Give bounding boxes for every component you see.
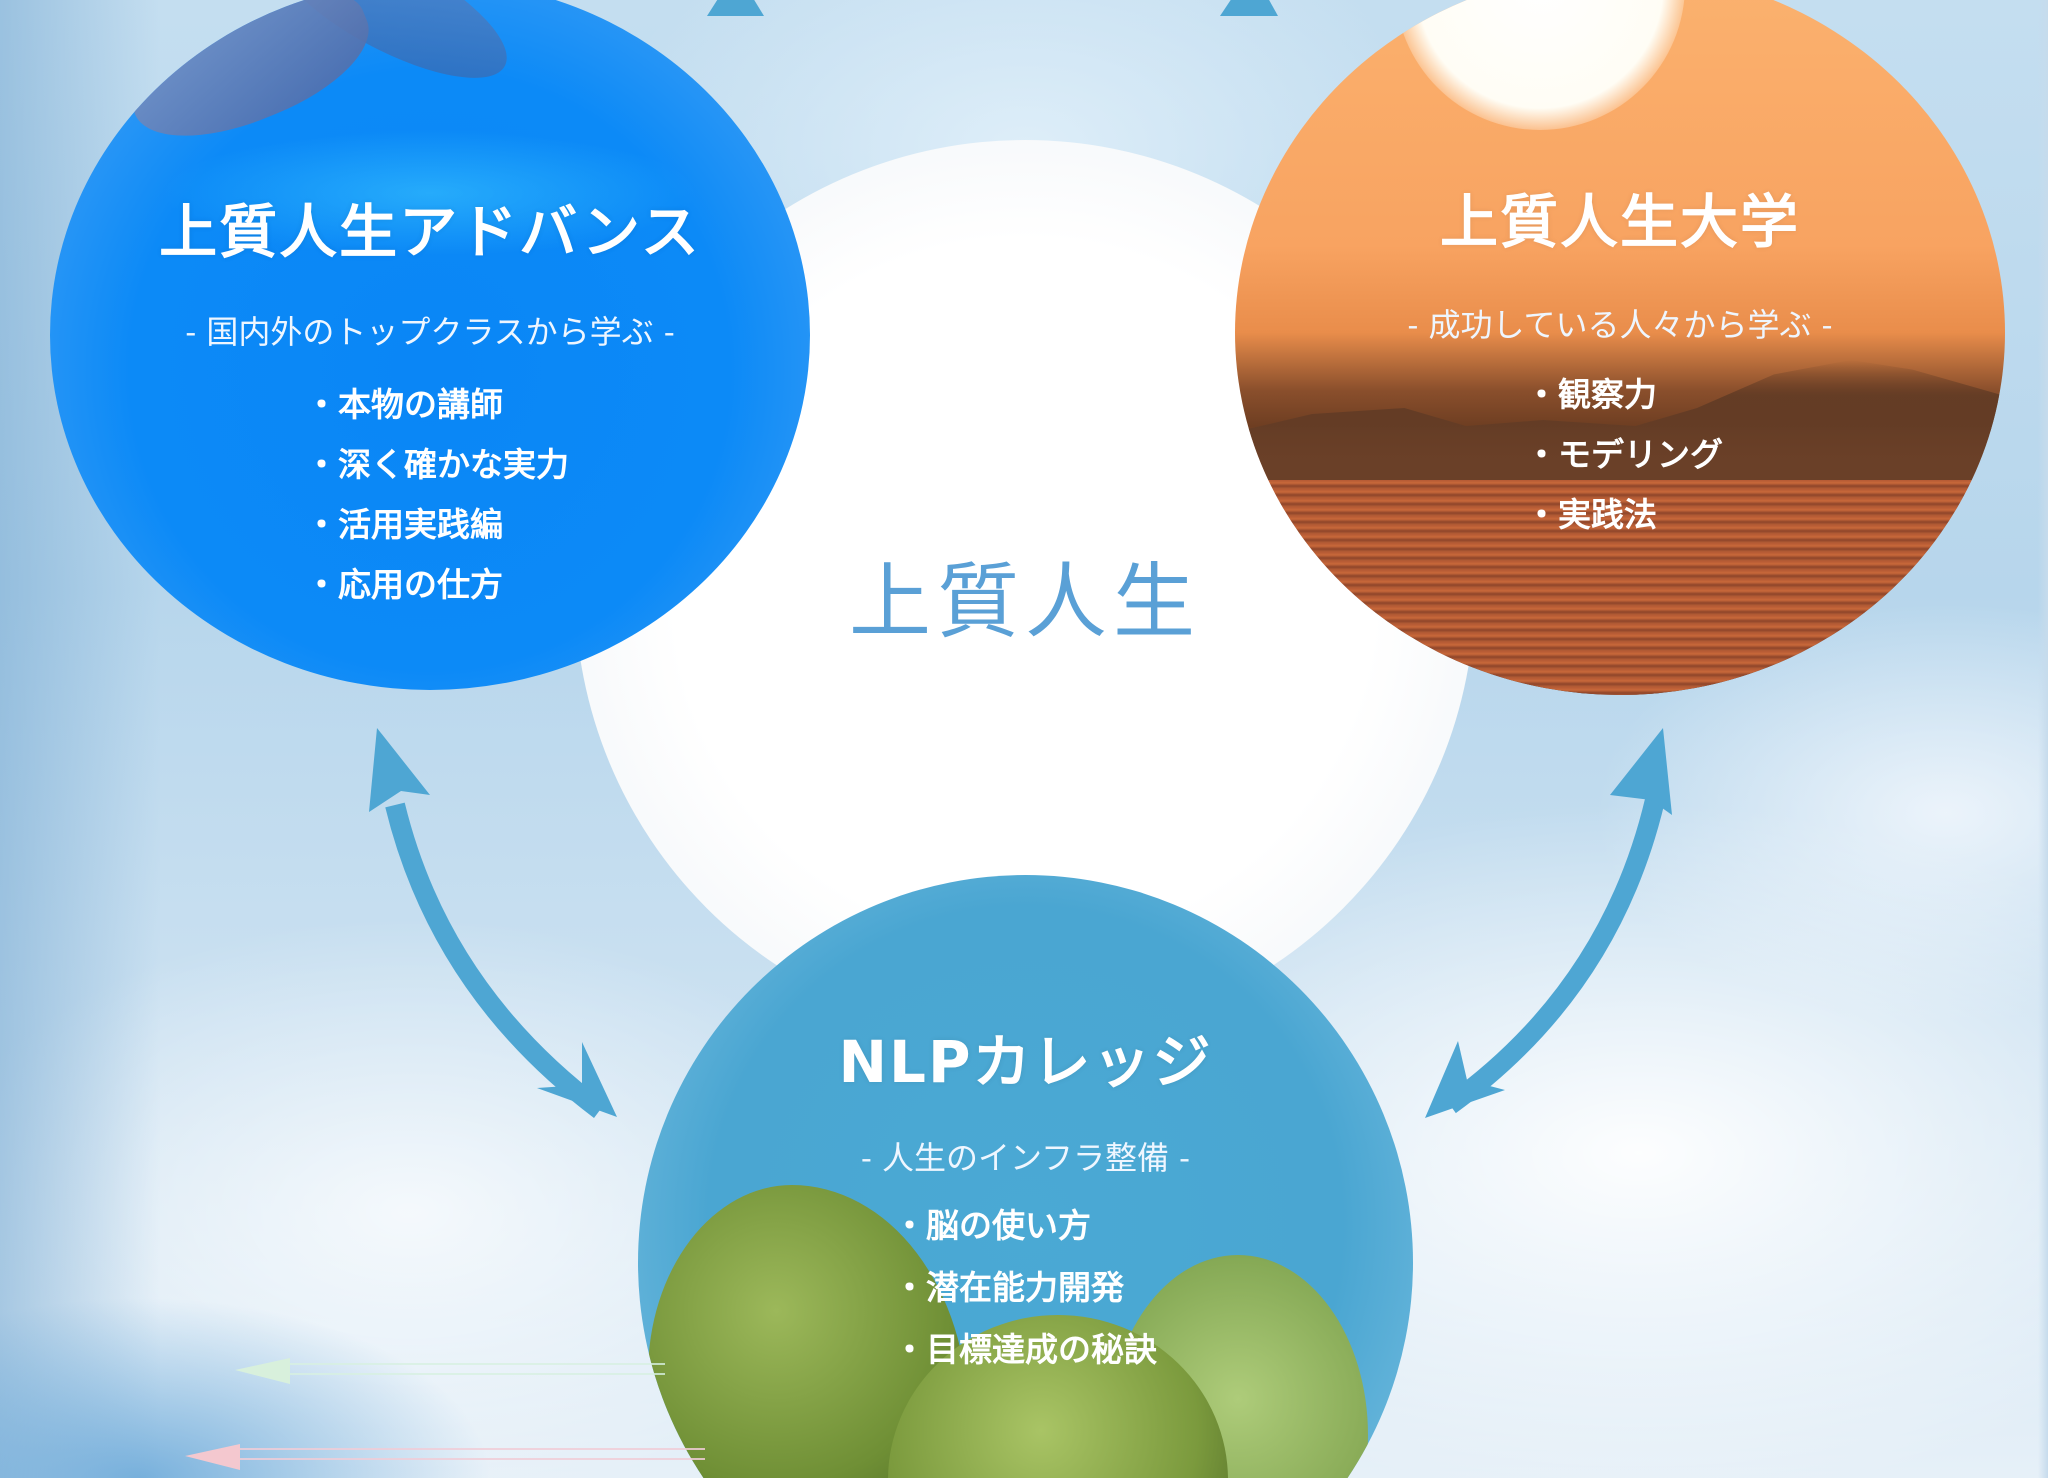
feature-item: ・応用の仕方 <box>305 565 503 604</box>
node-subtitle: - 国内外のトップクラスから学ぶ - <box>185 313 675 351</box>
node-subtitle: - 人生のインフラ整備 - <box>860 1139 1190 1177</box>
node-nlp-college[interactable]: NLPカレッジ - 人生のインフラ整備 - ・脳の使い方 ・潜在能力開発 ・目標… <box>638 875 1413 1478</box>
node-feature-list: ・本物の講師 ・深く確かな実力 ・活用実践編 ・応用の仕方 <box>305 375 569 615</box>
feature-item: ・観察力 <box>1525 375 1657 414</box>
top-left-arrowhead-icon <box>707 0 764 16</box>
paper-plane-green-icon <box>235 1358 665 1384</box>
feature-item: ・脳の使い方 <box>893 1206 1091 1245</box>
node-feature-list: ・脳の使い方 ・潜在能力開発 ・目標達成の秘訣 <box>893 1195 1157 1381</box>
arrow-advance-nlp-icon <box>369 728 617 1118</box>
node-title: NLPカレッジ <box>838 1028 1213 1096</box>
node-title: 上質人生大学 <box>1439 188 1800 256</box>
paper-plane-pink-icon <box>185 1444 705 1470</box>
sunset-sea-image <box>1235 480 2005 695</box>
feature-item: ・モデリング <box>1525 435 1723 474</box>
node-subtitle: - 成功している人々から学ぶ - <box>1407 306 1833 344</box>
feature-item: ・潜在能力開発 <box>893 1268 1124 1307</box>
node-feature-list: ・観察力 ・モデリング ・実践法 <box>1525 365 1723 545</box>
feature-item: ・実践法 <box>1525 495 1657 534</box>
page-edge-right <box>2038 0 2048 1478</box>
top-right-arrowhead-icon <box>1220 0 1278 16</box>
node-university[interactable]: 上質人生大学 - 成功している人々から学ぶ - ・観察力 ・モデリング ・実践法 <box>1235 0 2005 695</box>
feature-item: ・目標達成の秘訣 <box>893 1330 1157 1369</box>
feature-item: ・本物の講師 <box>305 385 503 424</box>
sun-image <box>1395 0 1685 130</box>
node-title: 上質人生アドバンス <box>159 198 701 266</box>
arrow-university-nlp-icon <box>1425 728 1672 1118</box>
feature-item: ・深く確かな実力 <box>305 445 569 484</box>
node-advance[interactable]: 上質人生アドバンス - 国内外のトップクラスから学ぶ - ・本物の講師 ・深く確… <box>50 0 810 690</box>
feature-item: ・活用実践編 <box>305 505 503 544</box>
center-title: 上質人生 <box>848 555 1201 650</box>
sky-gradient-bottom-left <box>0 1180 700 1478</box>
